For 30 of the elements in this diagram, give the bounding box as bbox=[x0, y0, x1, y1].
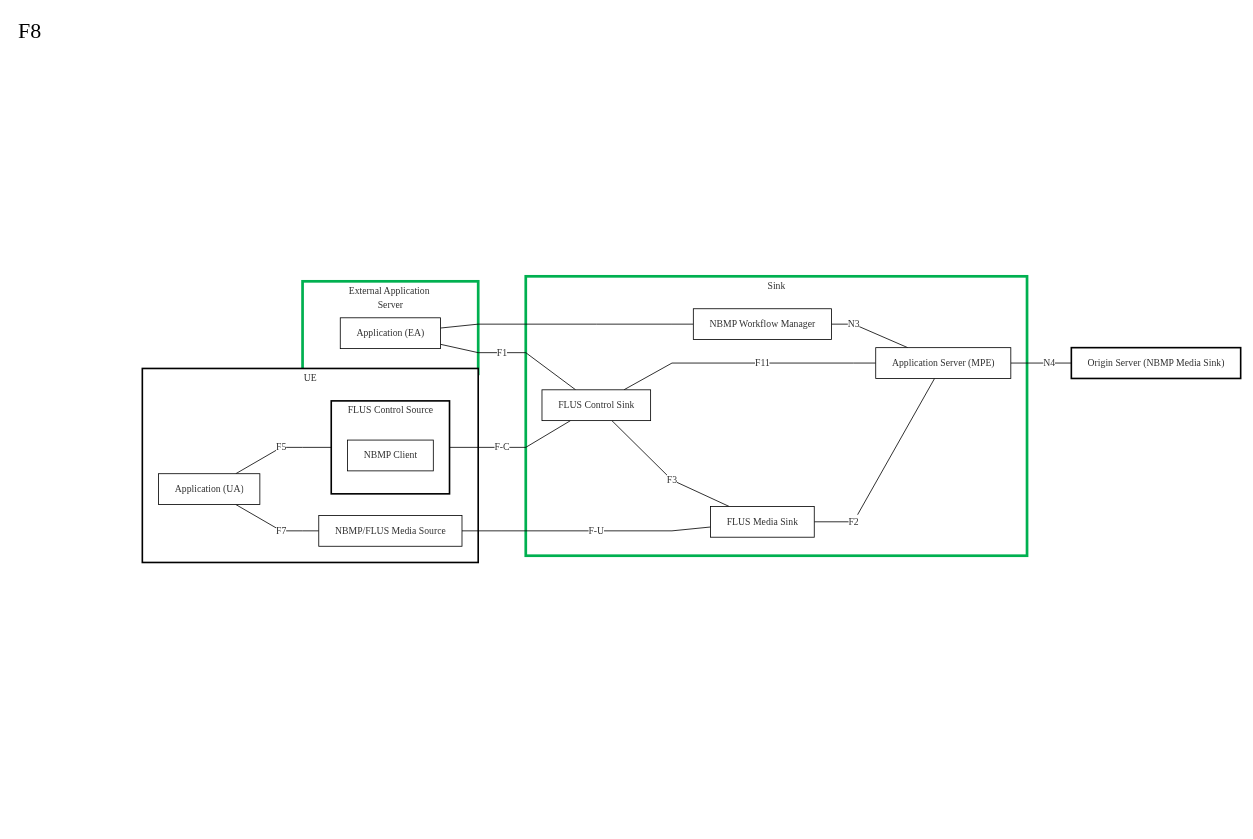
connector bbox=[623, 362, 877, 391]
node-box: FLUS Media Sink bbox=[710, 506, 815, 538]
connector bbox=[461, 526, 711, 532]
connector bbox=[440, 344, 577, 391]
node-box: Application (EA) bbox=[339, 317, 441, 350]
node-box: FLUS Control Sink bbox=[541, 389, 652, 422]
connector bbox=[235, 447, 332, 475]
edge-label: F3 bbox=[666, 474, 678, 486]
node-box: NBMP Workflow Manager bbox=[692, 308, 832, 341]
edge-label: F-U bbox=[588, 525, 605, 537]
node-box: Application (UA) bbox=[158, 473, 261, 505]
edge-label: F2 bbox=[848, 516, 859, 528]
edge-label: F1 bbox=[496, 347, 508, 358]
edge-label: F11 bbox=[754, 357, 770, 369]
connector bbox=[449, 420, 571, 448]
node-box: NBMP Client bbox=[347, 439, 434, 472]
node-box: Origin Server (NBMP Media Sink) bbox=[1070, 346, 1242, 380]
connector bbox=[1010, 362, 1072, 364]
edge-label: N3 bbox=[847, 318, 860, 330]
node-box: NBMP/FLUS Media Source bbox=[318, 515, 463, 547]
edge-label: F7 bbox=[276, 525, 287, 537]
edge-label: F-C bbox=[494, 441, 510, 453]
edge-label: F5 bbox=[276, 441, 287, 453]
connector bbox=[813, 378, 935, 523]
connector bbox=[611, 420, 730, 507]
connector bbox=[235, 504, 320, 532]
connector bbox=[440, 323, 694, 329]
node-box: Application Server (MPE) bbox=[875, 347, 1012, 379]
interface-label: F8 bbox=[18, 18, 43, 44]
edge-label: N4 bbox=[1043, 357, 1056, 369]
